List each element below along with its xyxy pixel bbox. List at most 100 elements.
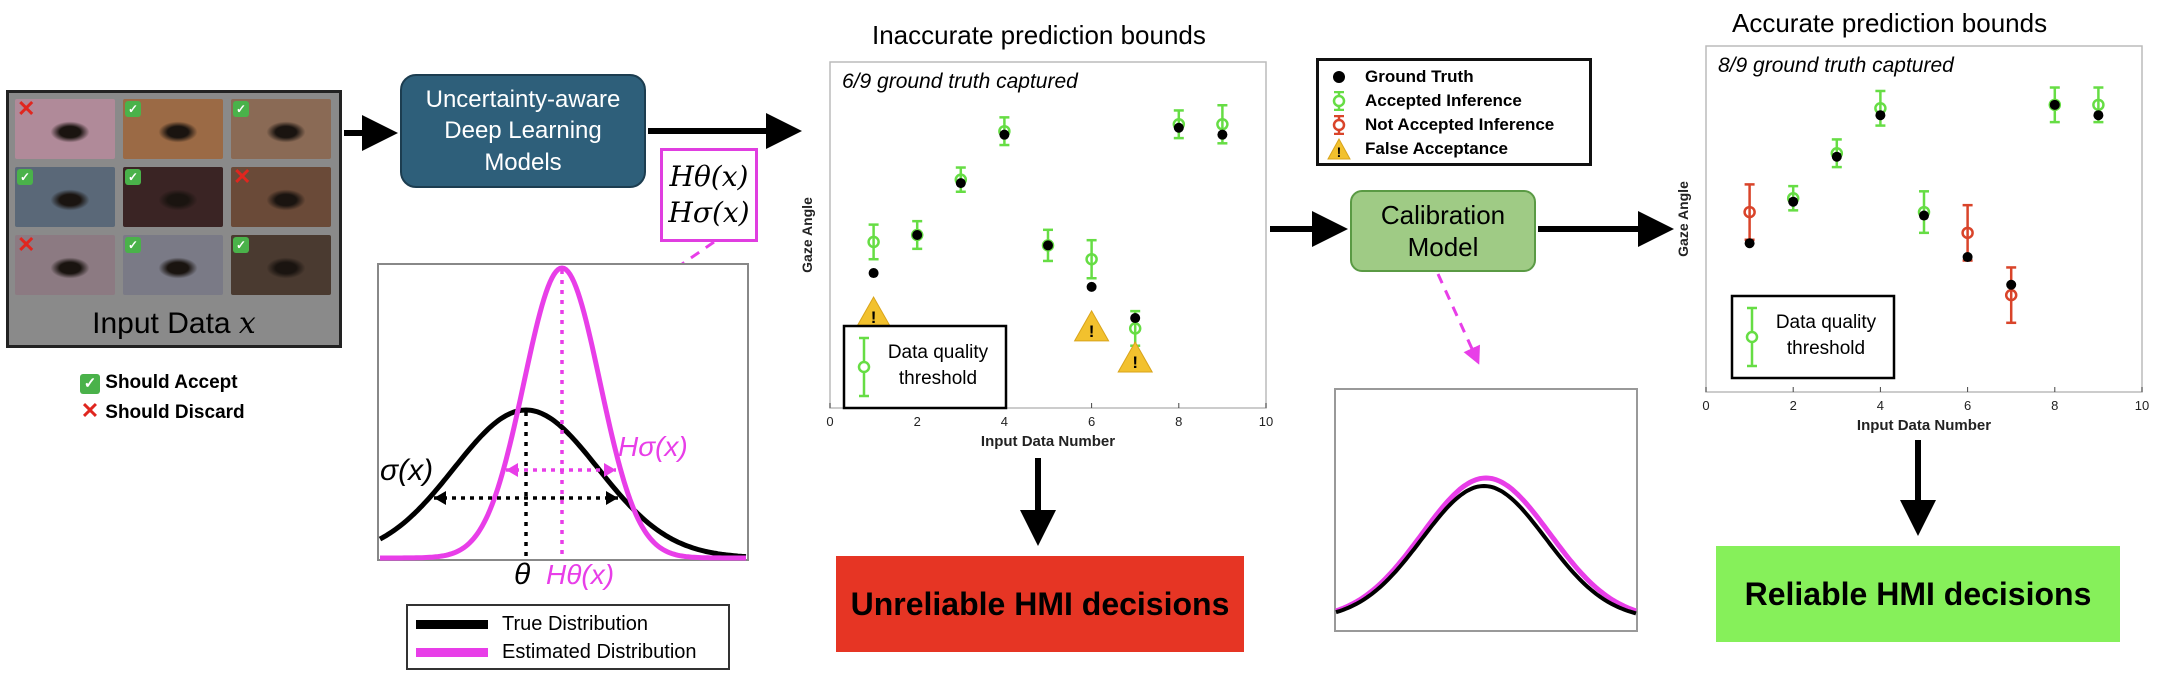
inference-marker xyxy=(1085,252,1098,266)
ground-truth-point xyxy=(1875,110,1886,121)
inference-marker xyxy=(2004,288,2018,302)
eye-image-1: ✕ xyxy=(15,98,115,159)
ground-truth-point xyxy=(955,178,966,189)
threshold-frame xyxy=(842,324,1008,410)
x-tick-label: 10 xyxy=(1259,414,1273,429)
x-tick-label: 0 xyxy=(1702,398,1709,413)
distribution-legend: True Distribution Estimated Distribution xyxy=(406,604,730,670)
ground-truth-point xyxy=(868,268,879,279)
h-theta-curve-label: Hθ(x) xyxy=(546,559,614,590)
svg-text:!: ! xyxy=(1337,144,1342,160)
accepted-inference-point xyxy=(1085,238,1098,280)
ground-truth-point xyxy=(2006,279,2017,290)
threshold-label-line2: threshold xyxy=(1787,338,1865,359)
red-errbar-icon xyxy=(1332,115,1346,135)
calibrated-true-curve xyxy=(1335,483,1637,616)
ground-truth-point xyxy=(2093,110,2104,121)
calibration-model-box: Calibration Model xyxy=(1350,190,1536,272)
legend-true: True Distribution xyxy=(416,610,720,638)
ground-truth-point xyxy=(1217,129,1228,140)
legend-ground-truth: Ground Truth xyxy=(1327,65,1581,89)
threshold-marker xyxy=(857,360,871,374)
eye-image-5: ✓ xyxy=(123,167,223,227)
warning-icon: ! xyxy=(1327,138,1351,160)
checkmark-icon: ✓ xyxy=(17,169,33,185)
eye-image-7: ✕ xyxy=(15,232,115,295)
inference-marker xyxy=(1216,118,1229,131)
threshold-label-line2: threshold xyxy=(899,368,977,389)
dashed-arrow-to-calibrated-distribution xyxy=(1436,273,1480,365)
warning-mark: ! xyxy=(1132,353,1138,372)
ground-truth-point xyxy=(1962,252,1973,263)
ground-truth-point xyxy=(2049,99,2060,110)
legend-accepted: Accepted Inference xyxy=(1327,89,1581,113)
ground-truth-point xyxy=(1831,151,1842,162)
x-tick-label: 4 xyxy=(1877,398,1884,413)
cross-icon: ✕ xyxy=(17,232,36,257)
checkmark-icon: ✓ xyxy=(125,237,141,253)
deep-learning-model-box: Uncertainty-aware Deep Learning Models xyxy=(400,74,646,188)
true-distribution-curve xyxy=(378,407,747,560)
calibrated-estimated-curve xyxy=(1335,475,1637,614)
ground-truth-point xyxy=(1744,238,1755,249)
accepted-inference-point xyxy=(867,223,880,261)
warning-icon: ! xyxy=(1073,309,1110,342)
model-output-box: Hθ(x) Hσ(x) xyxy=(660,148,758,242)
h-theta-label: Hθ(x) xyxy=(669,159,749,193)
inference-marker xyxy=(2092,98,2105,112)
chart1-title: Inaccurate prediction bounds xyxy=(872,20,1206,50)
x-axis-label: Input Data Number xyxy=(1857,417,1991,434)
warning-triangle xyxy=(1073,309,1110,342)
checkmark-icon: ✓ xyxy=(233,101,249,117)
threshold-marker xyxy=(1745,330,1759,344)
theta-label: θ xyxy=(514,558,531,591)
x-tick-label: 10 xyxy=(2135,398,2149,413)
inference-marker xyxy=(1961,226,1974,240)
ground-truth-point xyxy=(1919,210,1929,221)
chart2-title: Accurate prediction bounds xyxy=(1732,8,2048,38)
warning-mark: ! xyxy=(871,308,877,327)
legend-false-acceptance: ! False Acceptance xyxy=(1327,137,1581,161)
threshold-label-line1: Data quality xyxy=(888,342,989,363)
true-swatch xyxy=(416,619,488,629)
calibrated-frame xyxy=(1334,388,1638,632)
y-axis-label: Gaze Angle xyxy=(800,197,815,273)
capture-annotation: 6/9 ground truth captured xyxy=(842,70,1079,93)
eye-image-8: ✓ xyxy=(123,235,223,295)
ground-truth-point xyxy=(1086,281,1097,292)
ground-truth-point xyxy=(1043,240,1053,251)
cross-icon: ✕ xyxy=(233,164,252,189)
checkmark-icon: ✓ xyxy=(80,374,100,394)
legend-not-accepted: Not Accepted Inference xyxy=(1327,113,1581,137)
accept-legend: ✓ Should Accept xyxy=(80,372,238,394)
x-axis-label: Input Data Number xyxy=(981,433,1115,450)
warning-mark: ! xyxy=(1089,322,1095,341)
checkmark-icon: ✓ xyxy=(125,169,141,185)
calibrated-distribution-plot xyxy=(1334,388,1638,632)
ground-truth-point xyxy=(1130,313,1141,324)
data-quality-threshold-box: Data quality threshold xyxy=(1730,294,1896,380)
ground-truth-point xyxy=(1173,122,1184,133)
data-quality-threshold-box: Data quality threshold xyxy=(842,324,1008,410)
ground-truth-point xyxy=(912,230,923,240)
checkmark-icon: ✓ xyxy=(125,101,141,117)
y-axis-label: Gaze Angle xyxy=(1676,181,1691,257)
inference-marker xyxy=(1743,205,1756,219)
estimated-swatch xyxy=(416,647,488,657)
threshold-frame xyxy=(1730,294,1896,380)
h-sigma-label: Hσ(x) xyxy=(668,196,750,229)
x-tick-label: 4 xyxy=(1001,414,1008,429)
x-tick-label: 2 xyxy=(914,414,921,429)
checkmark-icon: ✓ xyxy=(233,237,249,253)
input-data-caption: Input Data x xyxy=(92,306,256,341)
legend-estimated: Estimated Distribution xyxy=(416,638,720,666)
reliable-decision-box: Reliable HMI decisions xyxy=(1716,546,2120,642)
input-data-panel: ✕ ✓ ✓ ✓ ✓ ✕ ✕ ✓ ✓ Input Data x xyxy=(6,90,342,348)
threshold-label-line1: Data quality xyxy=(1776,312,1877,333)
cross-icon: ✕ xyxy=(80,398,100,423)
rejected-inference-point xyxy=(2004,266,2018,325)
unreliable-decision-box: Unreliable HMI decisions xyxy=(836,556,1244,652)
h-sigma-curve-label: Hσ(x) xyxy=(618,431,688,462)
